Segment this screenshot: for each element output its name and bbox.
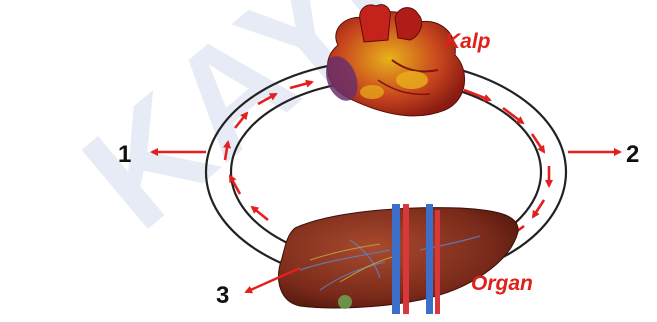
label-2: 2 [626,141,639,168]
label-3: 3 [216,282,229,309]
label-organ: Organ [471,272,533,295]
organ-illustration [279,204,519,314]
label-1: 1 [118,141,131,168]
label-heart: Kalp [445,30,491,53]
